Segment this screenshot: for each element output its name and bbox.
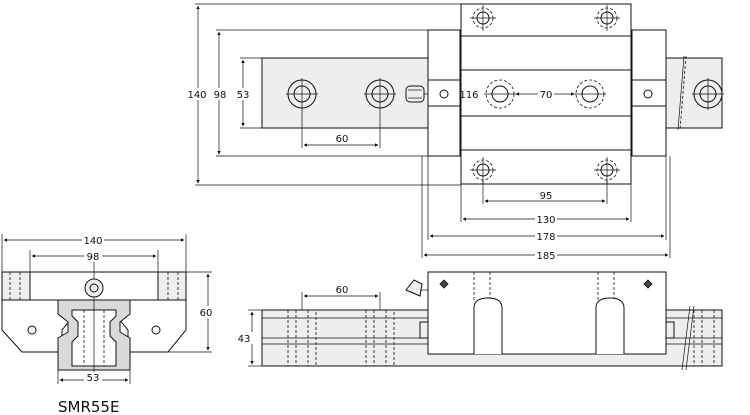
ball-return [473,297,503,354]
seal-bolt-icon [643,89,653,99]
dim-98: 98 [214,90,227,101]
dim-side-pitch: 60 [336,285,349,296]
screw-icon [151,325,161,335]
dim-116: 116 [459,90,478,101]
rail-counterbore [693,309,723,367]
block-hole [470,5,496,31]
block-end-right [631,29,667,157]
dim-front-53: 53 [87,373,100,384]
seal-bolt-icon [439,89,449,99]
dim-140: 140 [187,90,206,101]
rail-hole-hidden [484,79,516,109]
block-side [427,271,667,355]
break-line [681,305,691,371]
top-view: 140 98 53 60 116 70 95 130 178 185 [186,3,724,262]
dim-70: 70 [540,90,553,101]
screw-icon [27,325,37,335]
dim-130: 130 [536,215,555,226]
rail-hole [692,78,724,110]
break-line [677,55,685,131]
side-view: 60 43 [236,271,723,371]
rail-hole [364,78,396,110]
grease-nipple [84,278,104,298]
grease-nipple [405,85,428,103]
rail-counterbore [365,309,395,367]
grease-nipple [405,279,428,297]
dim-95: 95 [540,191,553,202]
dim-53: 53 [237,90,250,101]
screw-icon [439,279,449,289]
dim-178: 178 [536,232,555,243]
dim-front-60: 60 [200,308,213,319]
screw-icon [643,279,653,289]
block-hole [594,5,620,31]
model-label: SMR55E [58,398,119,415]
dim-side-43: 43 [238,334,251,345]
dim-185: 185 [536,251,555,262]
dim-front-98: 98 [87,252,100,263]
dim-front-140: 140 [83,236,102,247]
rail-counterbore [287,309,317,367]
ball-return [595,297,625,354]
block-end-left [427,29,461,157]
rail-hole-hidden [574,79,606,109]
front-view: 140 98 60 53 [1,234,216,384]
rail-hole [286,78,318,110]
dim-rail-pitch: 60 [336,134,349,145]
